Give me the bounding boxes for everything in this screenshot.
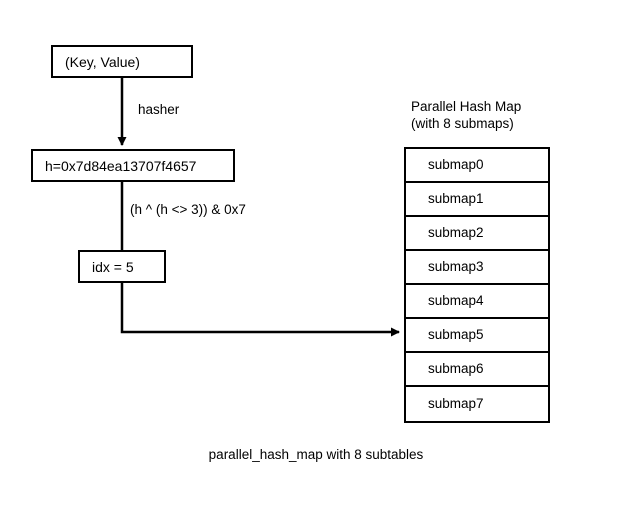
parallel-hash-map-title-line2: (with 8 submaps) bbox=[411, 116, 514, 131]
node-key-value: (Key, Value) bbox=[51, 45, 193, 78]
parallel-hash-map-title-line1: Parallel Hash Map bbox=[411, 99, 522, 114]
submap-row[interactable]: submap6 bbox=[406, 353, 548, 387]
submap-row[interactable]: submap7 bbox=[406, 387, 548, 421]
submap-row[interactable]: submap4 bbox=[406, 285, 548, 319]
submap-table: submap0 submap1 submap2 submap3 submap4 subma… bbox=[404, 147, 550, 423]
figure-caption: parallel_hash_map with 8 subtables bbox=[208, 447, 424, 462]
submap-row-label: submap1 bbox=[428, 191, 484, 207]
submap-row[interactable]: submap0 bbox=[406, 149, 548, 183]
submap-row[interactable]: submap3 bbox=[406, 251, 548, 285]
node-key-value-label: (Key, Value) bbox=[65, 53, 140, 70]
submap-row[interactable]: submap1 bbox=[406, 183, 548, 217]
submap-row[interactable]: submap2 bbox=[406, 217, 548, 251]
submap-row-label: submap4 bbox=[428, 293, 484, 309]
submap-row-label: submap0 bbox=[428, 157, 484, 173]
submap-row-label: submap2 bbox=[428, 225, 484, 241]
node-hash-value: h=0x7d84ea13707f4657 bbox=[31, 149, 235, 182]
submap-row-label: submap7 bbox=[428, 396, 484, 412]
parallel-hash-map-title: Parallel Hash Map (with 8 submaps) bbox=[411, 98, 521, 132]
node-index-label: idx = 5 bbox=[92, 258, 134, 275]
node-hash-value-label: h=0x7d84ea13707f4657 bbox=[45, 157, 197, 174]
submap-row-label: submap3 bbox=[428, 259, 484, 275]
edge-index-to-submap5 bbox=[120, 283, 400, 337]
node-index: idx = 5 bbox=[78, 250, 166, 283]
edge-label-index-formula: (h ^ (h <> 3)) & 0x7 bbox=[130, 202, 246, 217]
submap-row[interactable]: submap5 bbox=[406, 319, 548, 353]
submap-row-label: submap5 bbox=[428, 327, 484, 343]
submap-row-label: submap6 bbox=[428, 361, 484, 377]
edge-label-hasher: hasher bbox=[138, 102, 180, 117]
